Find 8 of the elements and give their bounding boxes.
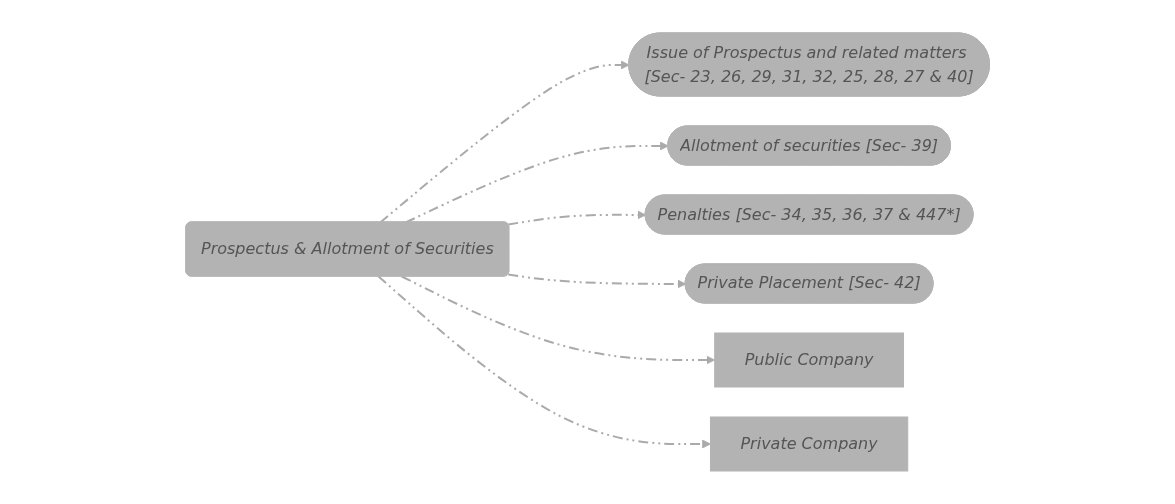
node-box: Public Company — [713, 332, 904, 388]
arrow — [507, 210, 646, 226]
arrow — [404, 141, 669, 224]
arrow — [400, 275, 715, 365]
arrow — [377, 275, 711, 449]
node-box: Private Company — [709, 416, 908, 472]
arrow — [379, 60, 630, 224]
arrow — [507, 273, 686, 289]
